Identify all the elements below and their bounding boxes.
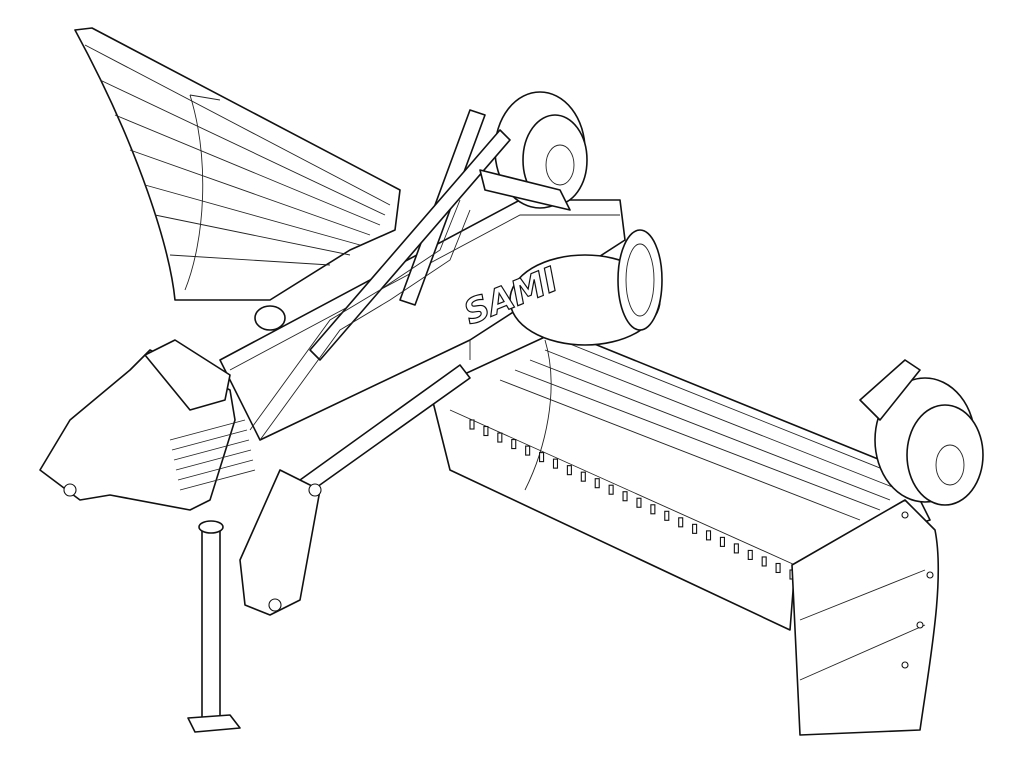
blade-slot — [608, 484, 614, 495]
blade-slot — [719, 536, 725, 547]
end-plate — [791, 499, 940, 736]
blade-slot — [497, 432, 503, 443]
blade-slot — [525, 445, 531, 456]
blade-slot — [539, 452, 545, 463]
blade-slot — [566, 465, 572, 476]
right-blade — [429, 329, 931, 631]
blade-slot — [594, 478, 600, 489]
hitch-frame — [39, 339, 322, 616]
blade-slot — [622, 491, 628, 502]
blade-slot — [705, 530, 712, 541]
blade-slot — [650, 504, 656, 515]
blade-slot — [747, 549, 753, 560]
blade-slot — [469, 419, 475, 430]
blade-slot — [483, 425, 489, 437]
blade-slot — [664, 510, 670, 521]
hydraulic-cylinders — [249, 109, 571, 493]
blade-slot — [636, 497, 642, 508]
front-wheel — [859, 359, 984, 506]
blade-slot — [552, 458, 559, 469]
blade-slot — [511, 439, 517, 450]
hose-couplers — [169, 419, 256, 491]
blade-slot — [692, 523, 698, 534]
blade-slot — [580, 471, 586, 482]
left-blade — [74, 27, 401, 301]
blade-slot — [733, 543, 739, 554]
blade-slot — [775, 562, 781, 574]
blade-slot — [678, 517, 684, 528]
turntable — [509, 229, 663, 346]
jack-stand — [187, 520, 241, 733]
blade-slot — [761, 556, 767, 567]
